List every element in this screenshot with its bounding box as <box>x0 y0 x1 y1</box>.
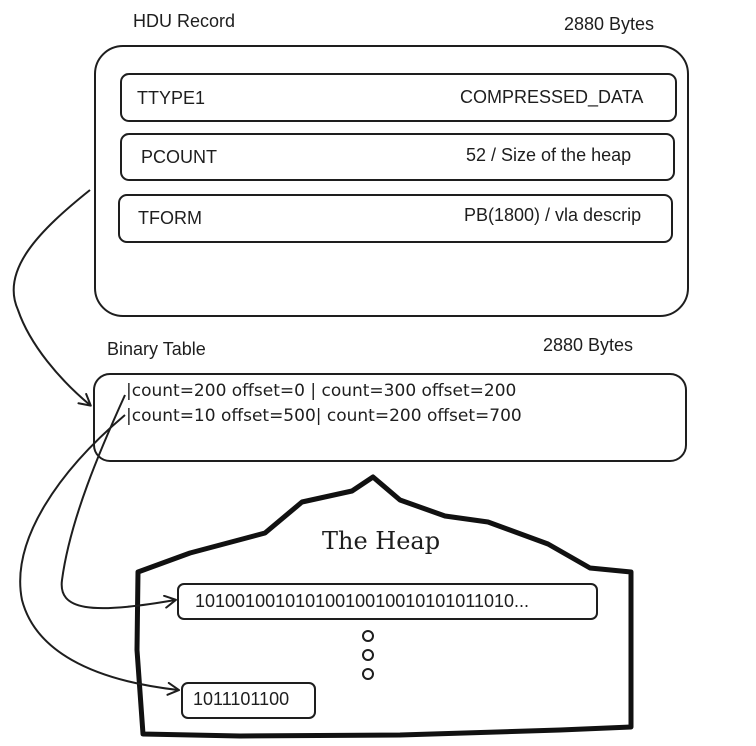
hdu-row-box-tform <box>118 194 673 243</box>
ellipsis-dot <box>362 630 374 642</box>
hdu-row-value-pcount: 52 / Size of the heap <box>466 145 632 165</box>
hdu-row-key-tform: TFORM <box>138 208 202 228</box>
hdu-row-box-ttype1 <box>120 73 677 122</box>
binary-table-box <box>93 373 687 462</box>
heap-entry-box-short <box>181 682 316 719</box>
ellipsis-dot <box>362 649 374 661</box>
heap-entry-box-long <box>177 583 598 620</box>
binary-table-title: Binary Table <box>107 339 206 359</box>
heap-entry-long: 10100100101010010010010101011010... <box>195 591 530 611</box>
hdu-row-key-ttype1: TTYPE1 <box>137 88 206 108</box>
hdu-row-key-pcount: PCOUNT <box>141 147 217 167</box>
arrow-hdu-to-table <box>12 189 92 407</box>
hdu-title: HDU Record <box>133 11 236 31</box>
heap-shape <box>134 474 634 739</box>
arrow-table-to-heap-entry-2 <box>19 414 180 696</box>
binary-table-line-1: |count=200 offset=0 | count=300 offset=2… <box>126 381 517 401</box>
hdu-row-box-pcount <box>120 133 675 181</box>
hdu-size: 2880 Bytes <box>564 14 655 34</box>
ellipsis-dot <box>362 668 374 680</box>
arrow-table-to-heap-entry-1 <box>60 394 177 610</box>
hdu-row-value-tform: PB(1800) / vla descrip <box>464 205 642 225</box>
hdu-record-box <box>94 45 689 317</box>
heap-entry-short: 1011101100 <box>193 689 290 709</box>
binary-table-line-2: |count=10 offset=500| count=200 offset=7… <box>126 406 522 426</box>
heap-title: The Heap <box>322 527 441 555</box>
binary-table-size: 2880 Bytes <box>543 335 634 355</box>
hdu-row-value-ttype1: COMPRESSED_DATA <box>460 87 644 107</box>
